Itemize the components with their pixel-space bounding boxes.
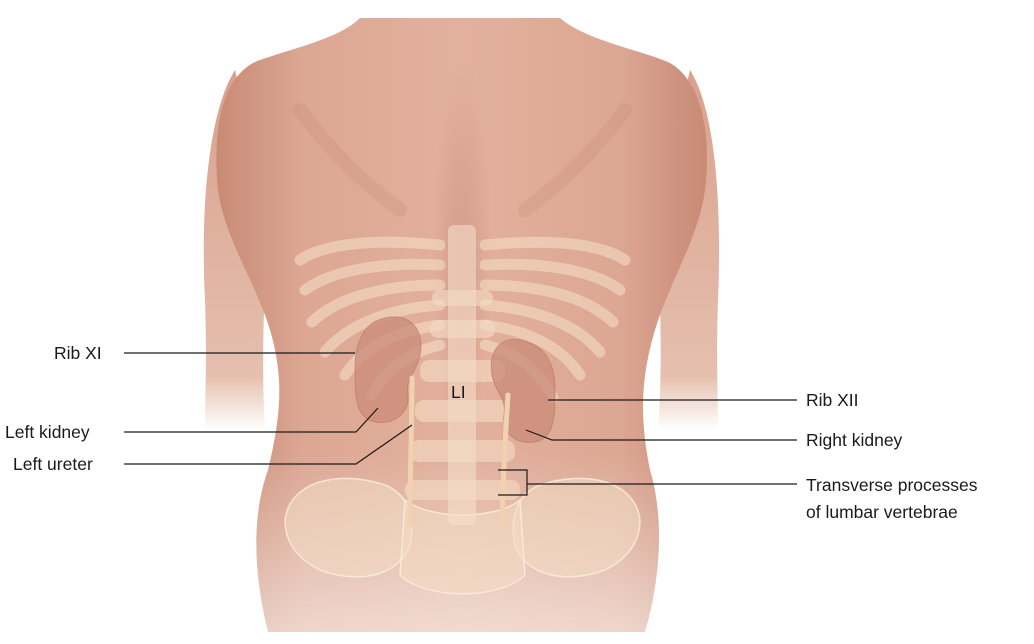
leader-lines (124, 352, 797, 496)
label-transverse-line2: of lumbar vertebrae (806, 502, 958, 522)
label-right-kidney: Right kidney (806, 430, 903, 450)
leader-left-ureter (124, 424, 413, 465)
leader-transverse-bracket (498, 469, 528, 496)
label-left-ureter: Left ureter (13, 454, 93, 474)
left-kidney-shape (354, 316, 422, 423)
label-left-kidney: Left kidney (5, 422, 90, 442)
ureters (407, 375, 511, 528)
leader-left-kidney (124, 407, 379, 433)
label-transverse-line1: Transverse processes (806, 475, 978, 495)
spine (405, 225, 520, 525)
leader-right-kidney (525, 429, 797, 441)
label-rib-xii: Rib XII (806, 390, 859, 410)
pelvis (284, 477, 641, 595)
label-rib-xi: Rib XI (54, 343, 102, 363)
ribs (294, 236, 631, 404)
label-vertebra-li: LI (451, 382, 466, 402)
